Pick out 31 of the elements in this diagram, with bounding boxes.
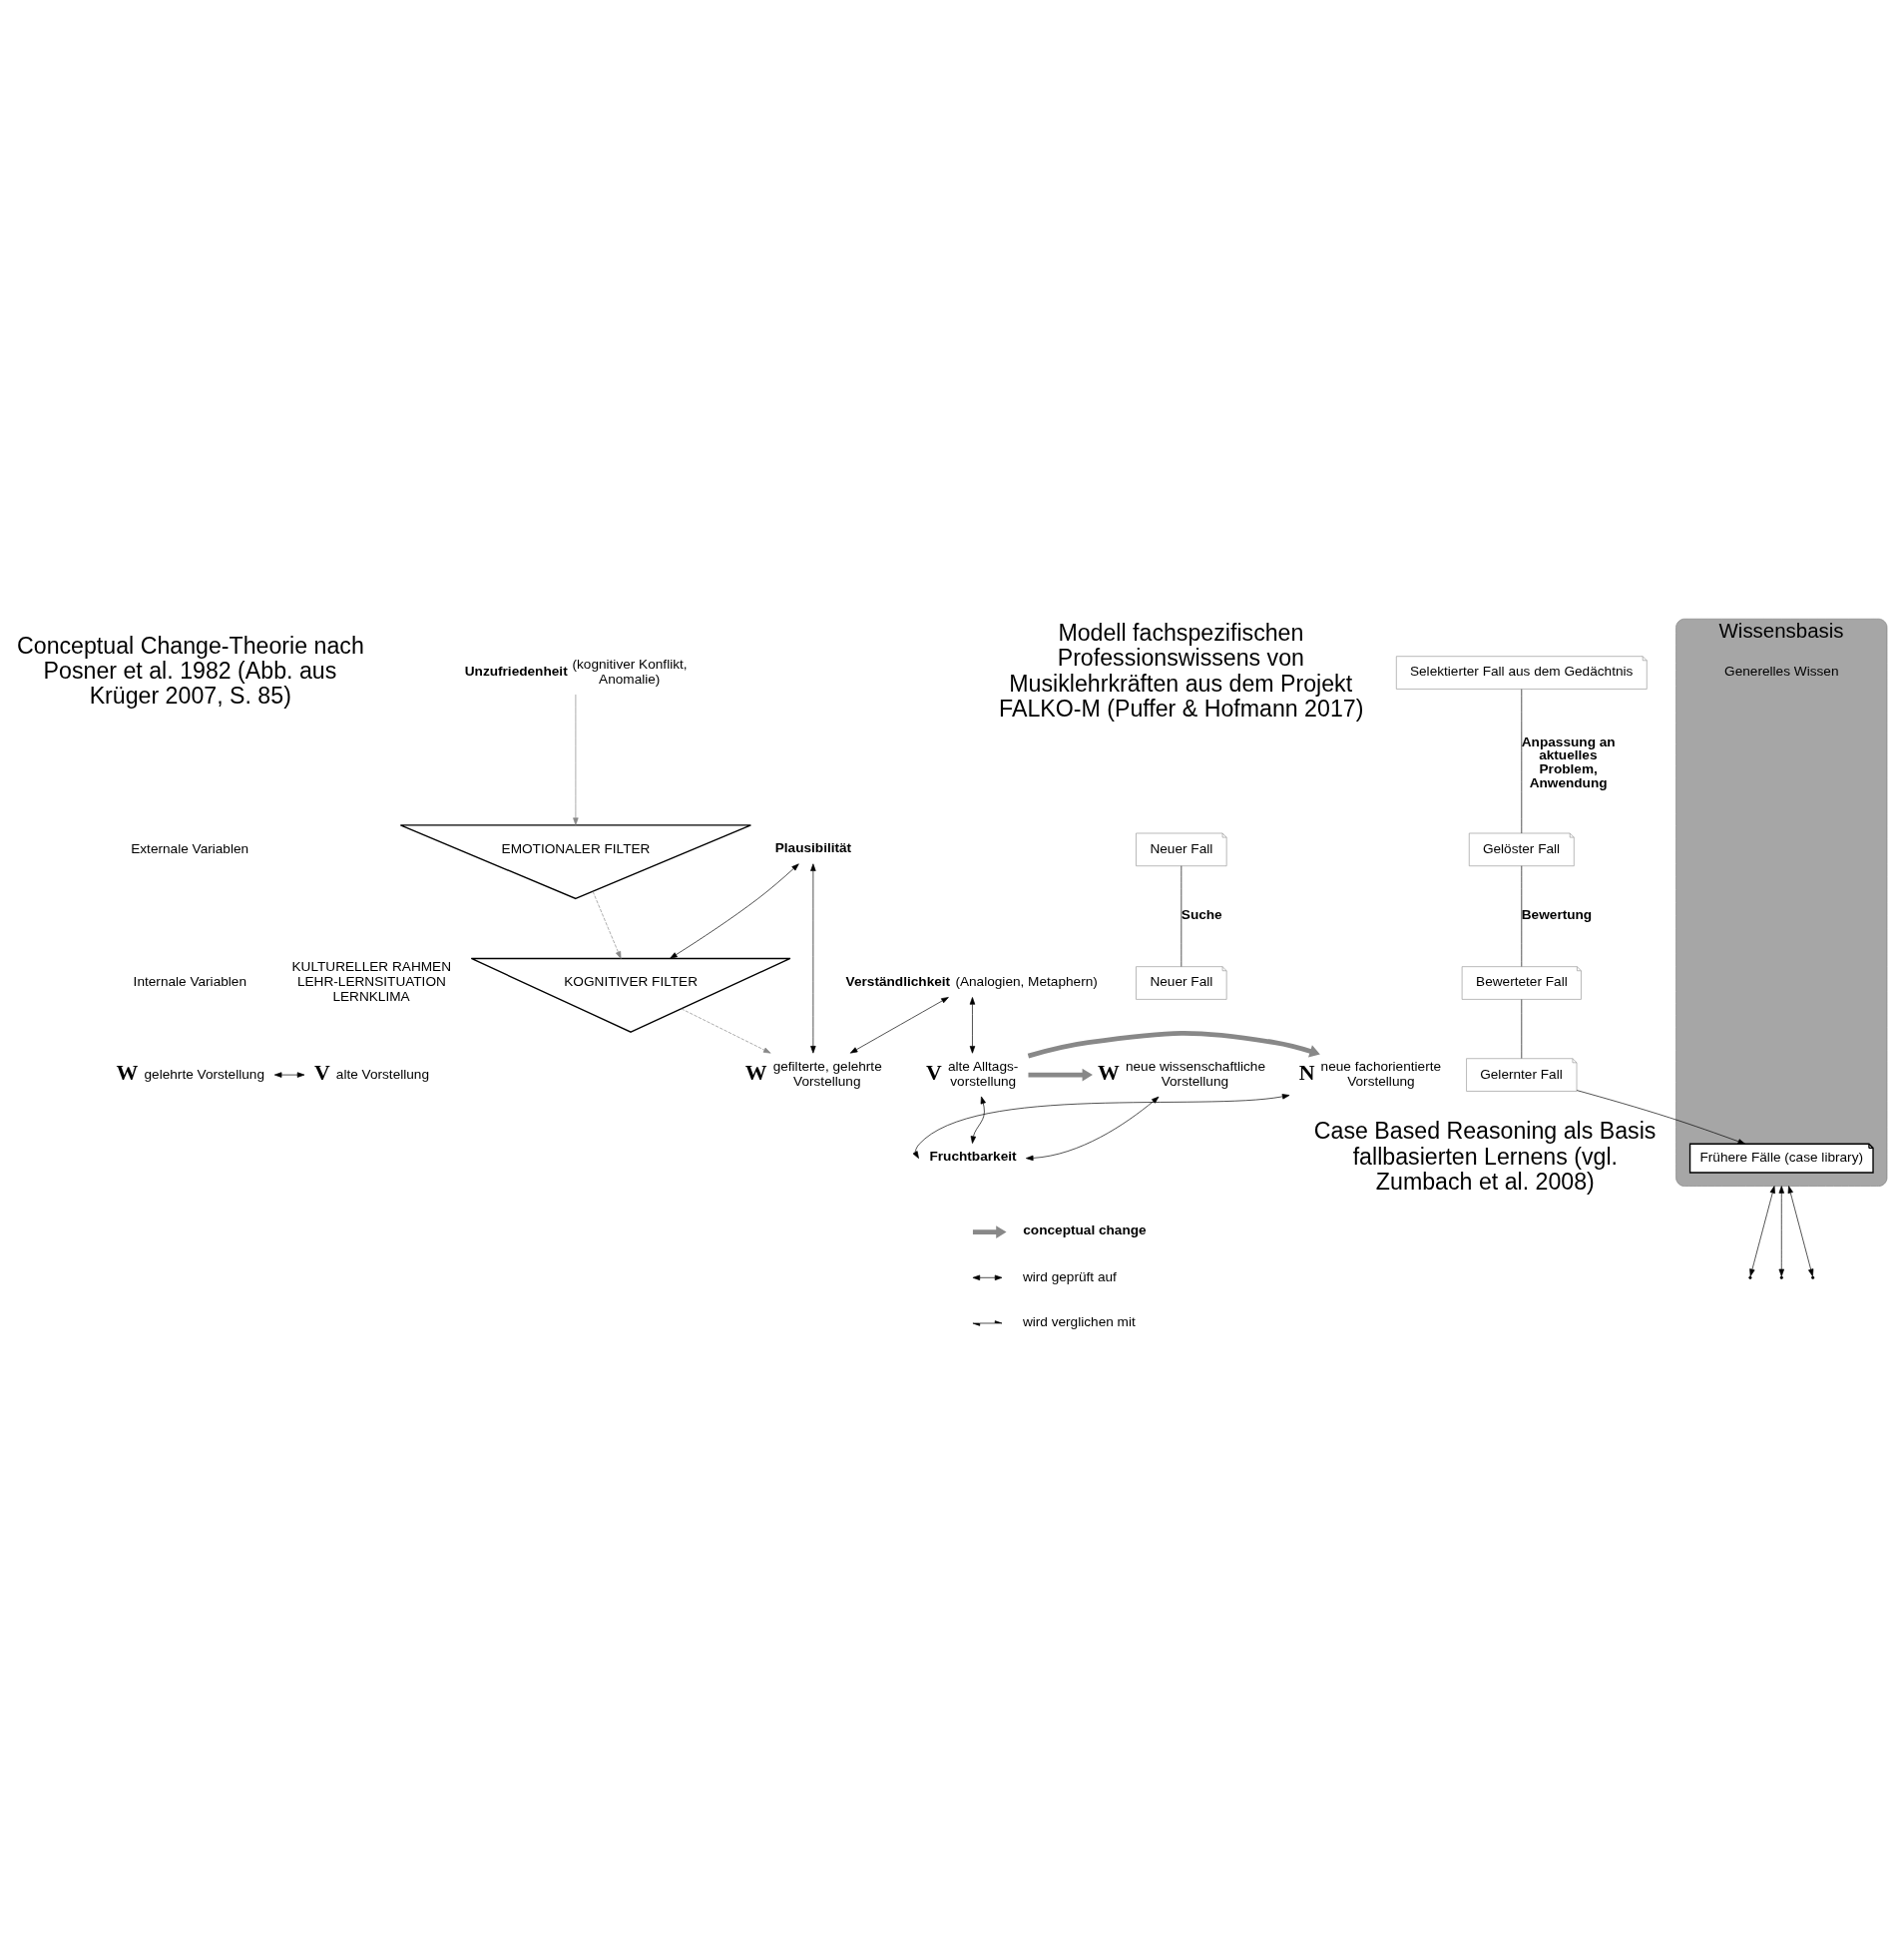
node-label: neue fachorientierte Vorstellung	[1320, 1058, 1442, 1089]
node-text: W	[1097, 1060, 1120, 1085]
node-label: (kognitiver Konflikt, Anomalie)	[572, 656, 688, 687]
node-text: Plausibilität	[774, 839, 852, 855]
node-label: gefilterte, gelehrte Vorstellung	[772, 1058, 882, 1089]
node-text: V	[926, 1060, 942, 1085]
node-label: gelehrte Vorstellung	[144, 1066, 264, 1082]
node-text: V	[314, 1060, 330, 1085]
node-text: Fruchtbarkeit	[929, 1148, 1017, 1164]
label: Generelles Wissen	[1724, 663, 1839, 679]
edge-label: Anpassung an aktuelles Problem, Anwendung	[1521, 733, 1616, 790]
legend-label: wird verglichen mit	[1022, 1313, 1136, 1329]
node-text: Unzufriedenheit	[464, 663, 568, 679]
node-label: neue wissenschaftliche Vorstellung	[1125, 1058, 1266, 1089]
node-text: W	[116, 1060, 139, 1085]
node-label: alte Vorstellung	[335, 1066, 430, 1082]
label: Externale Variablen	[131, 840, 249, 856]
label: Internale Variablen	[133, 973, 246, 989]
node-text: N	[1298, 1060, 1315, 1085]
node-text: W	[744, 1060, 767, 1085]
node-text: Verständlichkeit	[845, 973, 951, 989]
legend-label: wird geprüft auf	[1022, 1268, 1117, 1284]
legend-label: conceptual change	[1023, 1221, 1147, 1237]
node-label: (Analogien, Metaphern)	[955, 973, 1098, 989]
label: Conceptual Change-Theorie nach Posner et al. 1982 (Abb. aus Krüger 2007, S. 85)	[17, 632, 364, 709]
label: KULTURELLER RAHMEN LEHR-LERNSITUATION LERNKLIMA	[291, 958, 452, 1004]
edge-label: Suche	[1181, 906, 1222, 922]
label: Modell fachspezifischen Professionswissens von Musiklehrkräften aus dem Projekt FALKO-M (Puffer & Hofmann 2017)	[999, 619, 1364, 722]
label: Case Based Reasoning als Basis fallbasierten Lernens (vgl. Zumbach et al. 2008)	[1313, 1117, 1657, 1195]
edge-label: Bewertung	[1521, 906, 1593, 922]
node-label: alte Alltags- vorstellung	[947, 1058, 1019, 1089]
